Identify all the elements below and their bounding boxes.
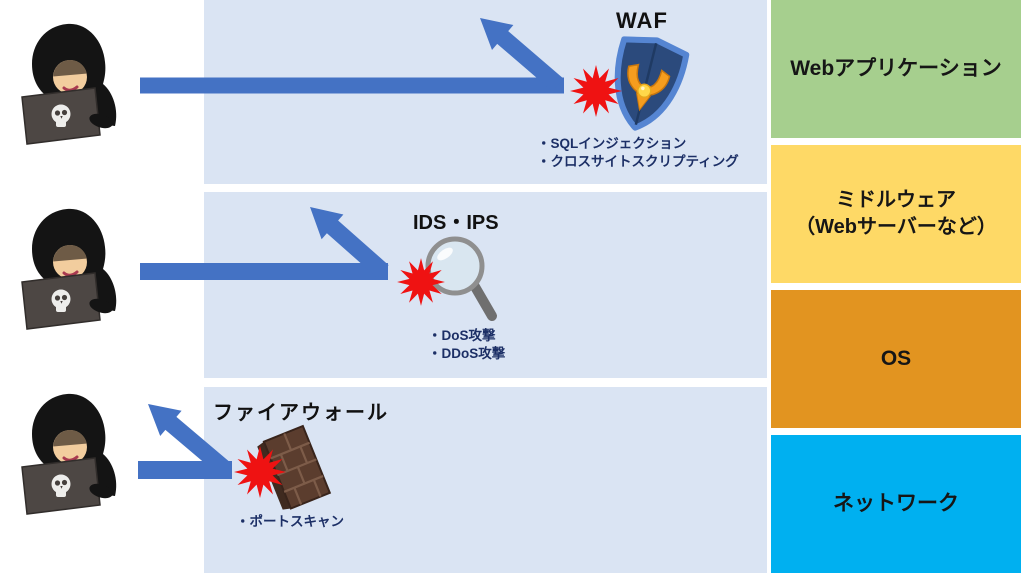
hacker-with-skull-laptop-icon bbox=[22, 24, 116, 144]
attack-item: ・DDoS攻撃 bbox=[428, 345, 506, 361]
ids-ips-label: IDS・IPS bbox=[413, 212, 499, 234]
attack-item: ・クロスサイトスクリプティング bbox=[537, 153, 739, 169]
layer-box-middleware: ミドルウェア （Webサーバーなど） bbox=[771, 145, 1021, 283]
network-attack-list: ・ポートスキャン bbox=[236, 513, 344, 531]
layer-box-web-application: Webアプリケーション bbox=[771, 0, 1021, 138]
hacker-with-skull-laptop-icon bbox=[22, 209, 116, 329]
layer-box-network: ネットワーク bbox=[771, 435, 1021, 573]
attack-item: ・SQLインジェクション bbox=[537, 136, 687, 151]
waf-label: WAF bbox=[616, 8, 668, 33]
hacker-with-skull-laptop-icon bbox=[22, 394, 116, 514]
middleware-attack-list: ・DoS攻撃 ・DDoS攻撃 bbox=[428, 327, 505, 363]
attack-item: ・ポートスキャン bbox=[236, 514, 344, 529]
attack-item: ・DoS攻撃 bbox=[428, 328, 496, 343]
firewall-label: ファイアウォール bbox=[213, 402, 389, 424]
web-app-attack-list: ・SQLインジェクション ・クロスサイトスクリプティング bbox=[537, 135, 739, 171]
layer-box-os: OS bbox=[771, 290, 1021, 428]
